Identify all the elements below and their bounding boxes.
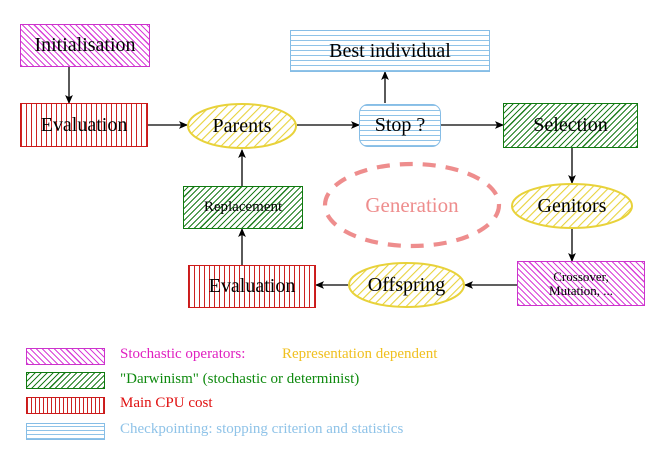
generation-region: Generation <box>322 161 502 249</box>
legend-swatch-cpu <box>26 397 105 414</box>
node-offspring-label: Offspring <box>367 273 446 296</box>
legend-label-darwinism: "Darwinism" (stochastic or determinist) <box>120 371 360 387</box>
legend-swatch-checkpointing <box>26 423 105 440</box>
node-evaluation-bottom[interactable]: Evaluation <box>188 265 316 308</box>
node-initialisation-label: Initialisation <box>34 34 136 56</box>
node-replacement[interactable]: Replacement <box>183 186 303 229</box>
generation-ellipse-icon <box>322 161 502 249</box>
node-offspring[interactable]: Offspring <box>348 262 465 308</box>
node-selection-label: Selection <box>533 114 608 136</box>
node-evaluation-top[interactable]: Evaluation <box>20 103 148 147</box>
generation-label: Generation <box>365 192 459 217</box>
node-evaluation-top-label: Evaluation <box>40 113 128 136</box>
node-stop-label: Stop ? <box>374 114 426 136</box>
legend-swatch-stochastic <box>26 348 105 365</box>
node-stop[interactable]: Stop ? <box>359 104 441 147</box>
legend-label-checkpointing: Checkpointing: stopping criterion and st… <box>120 421 404 437</box>
node-best-individual-label: Best individual <box>329 39 451 62</box>
legend-label-cpu: Main CPU cost <box>120 395 213 411</box>
node-evaluation-bottom-label: Evaluation <box>208 275 296 297</box>
legend-label-representation: Representation dependent <box>282 346 438 362</box>
node-selection[interactable]: Selection <box>503 103 638 148</box>
node-parents[interactable]: Parents <box>187 103 297 149</box>
parents-ellipse-shape <box>187 103 297 149</box>
node-best-individual[interactable]: Best individual <box>290 30 490 72</box>
node-crossover-label-line2: Mutation, ... <box>549 282 613 298</box>
legend-swatch-darwinism <box>26 372 105 389</box>
node-replacement-label: Replacement <box>203 198 283 215</box>
node-genitors-label: Genitors <box>537 194 607 217</box>
legend-label-stochastic: Stochastic operators: <box>120 346 246 362</box>
node-parents-label: Parents <box>212 114 272 137</box>
node-initialisation[interactable]: Initialisation <box>20 24 150 67</box>
genitors-ellipse-shape <box>511 183 633 229</box>
node-crossover-label-line1: Crossover, <box>553 268 609 284</box>
node-genitors[interactable]: Genitors <box>511 183 633 229</box>
node-crossover-mutation[interactable]: Crossover, Mutation, ... <box>517 261 645 306</box>
